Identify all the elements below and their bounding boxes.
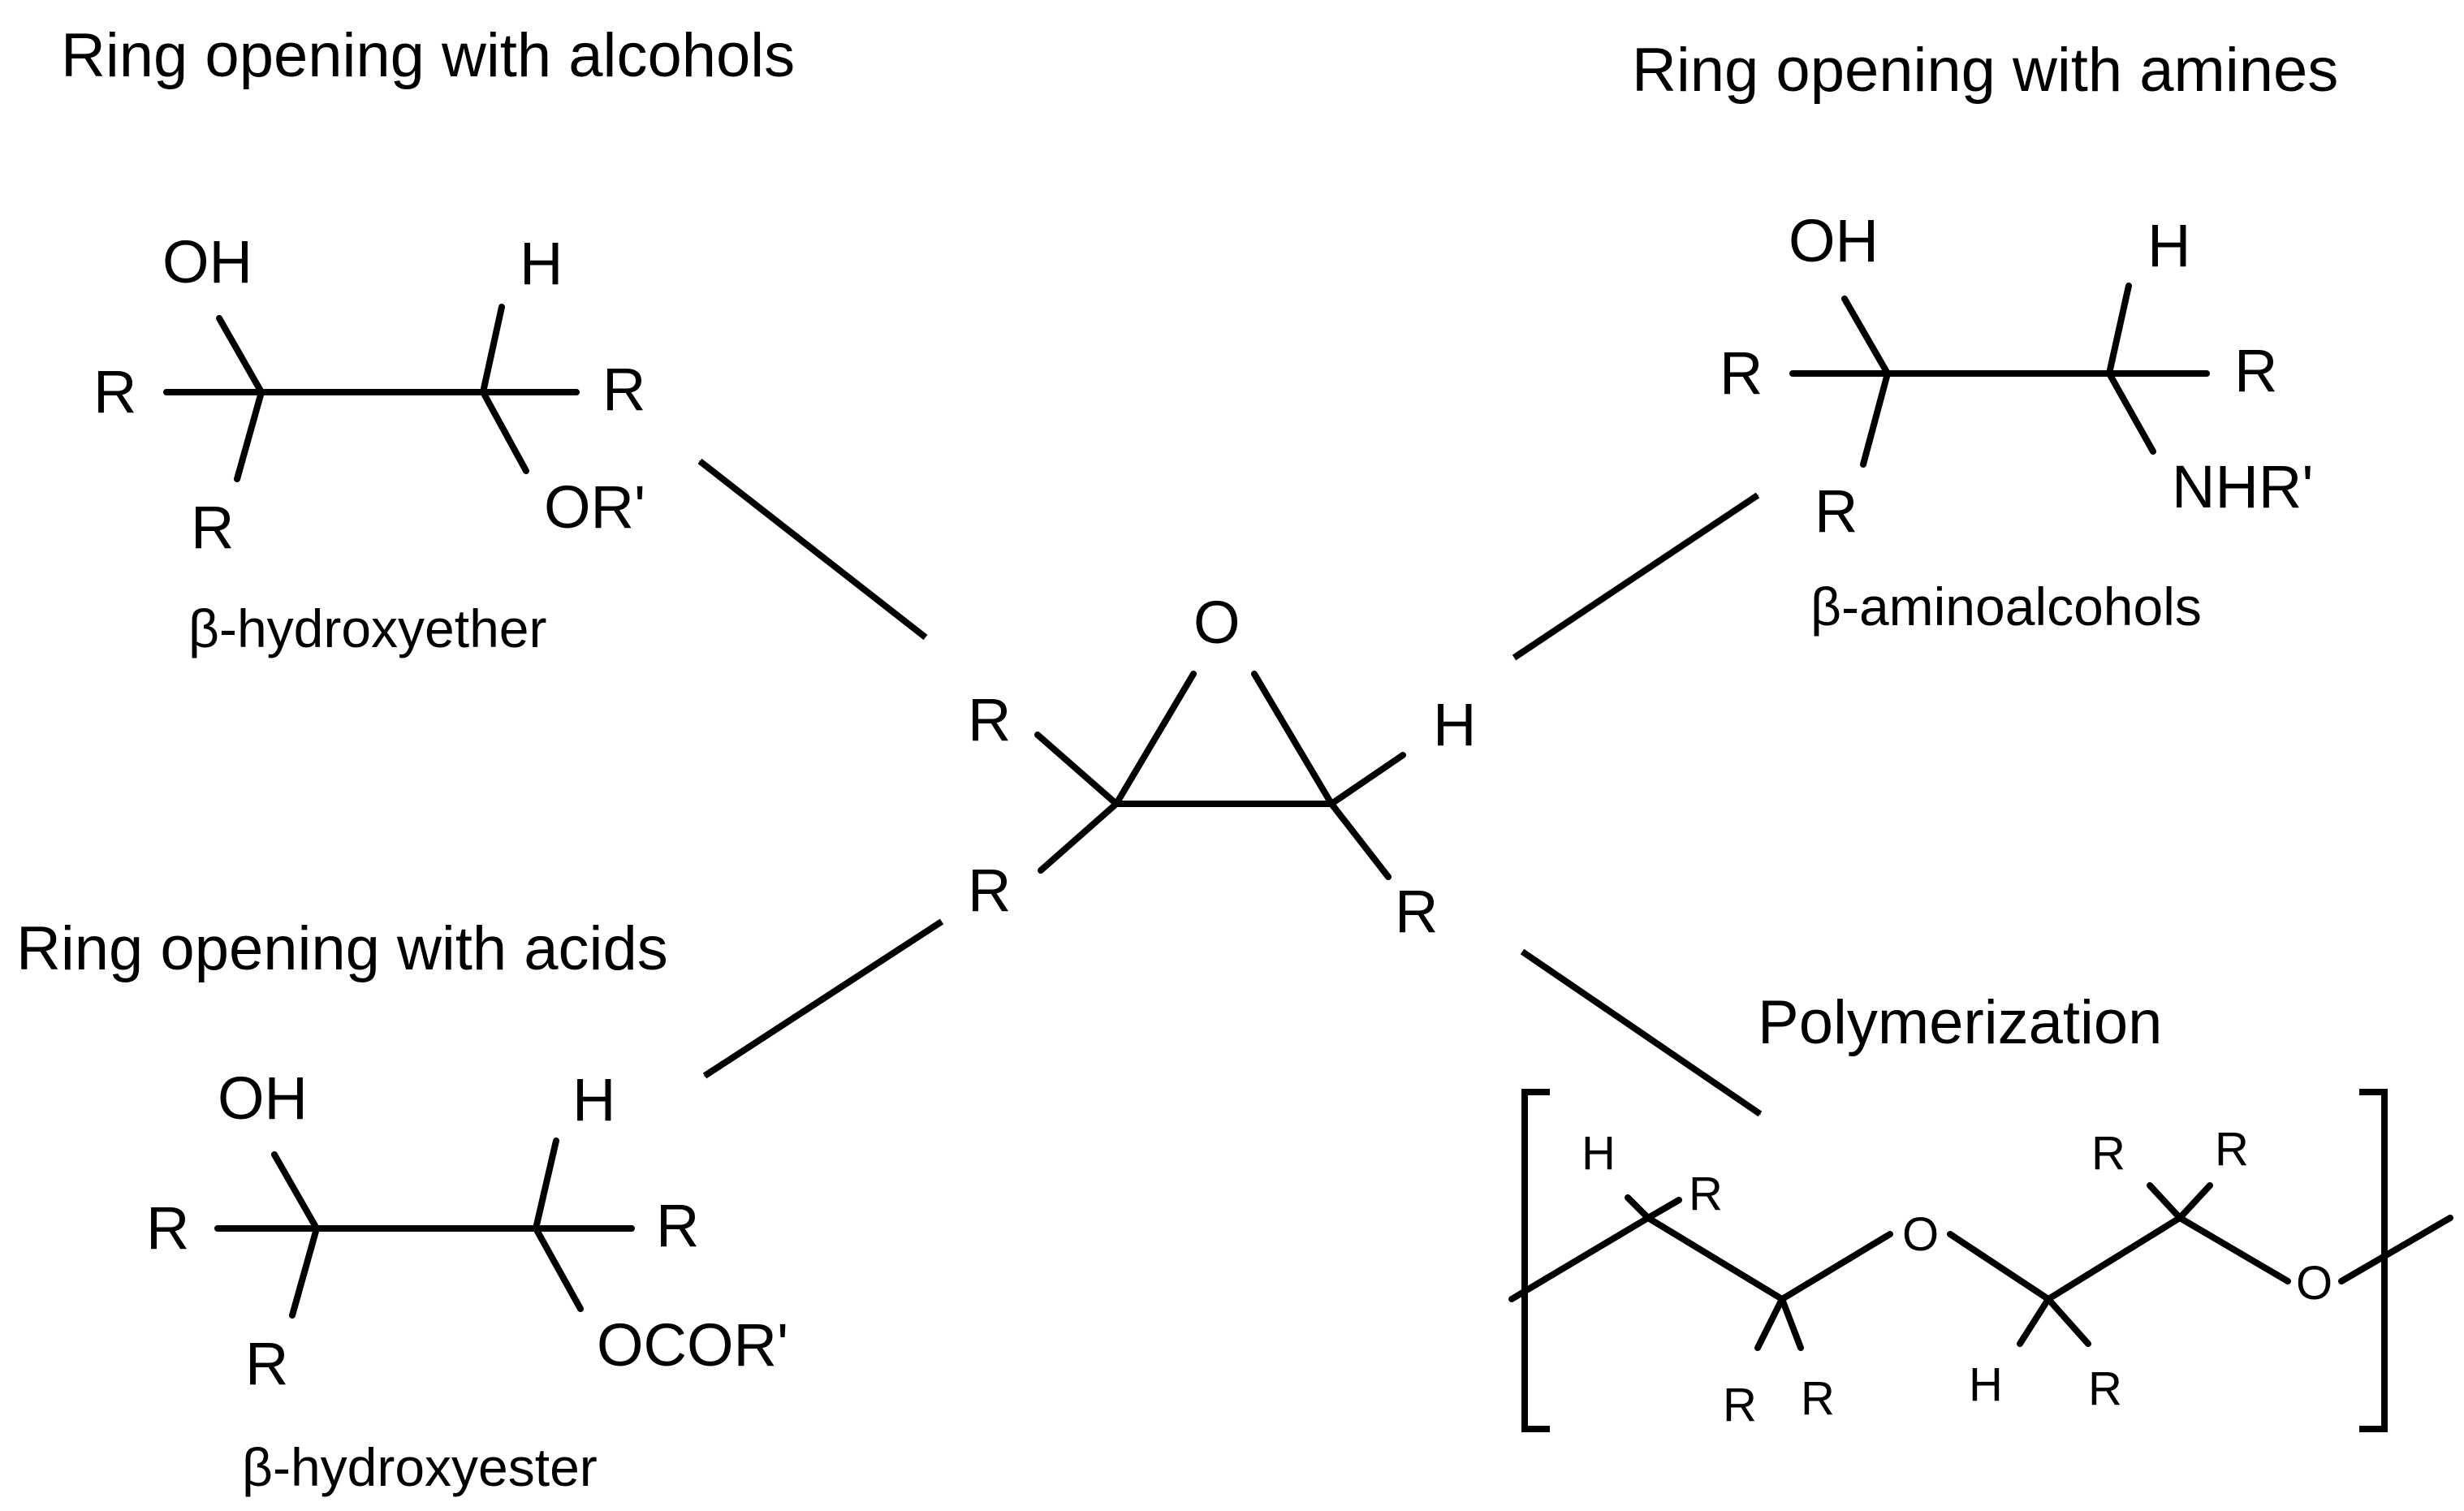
amino-h: H xyxy=(2147,212,2190,279)
arrow-to-hydroxyester xyxy=(702,918,944,1079)
ester-bond-oh xyxy=(271,1151,320,1232)
hydroxyester-structure: OH H R R R OCOR' β-hydroxyester xyxy=(146,1064,788,1497)
polymer-bond-end-right xyxy=(2338,1215,2453,1284)
polymer-bond-h2 xyxy=(2017,1296,2052,1347)
ester-oh: OH xyxy=(218,1064,308,1132)
heading-polymerization: Polymerization xyxy=(1758,988,2162,1057)
epoxide-bond-r-top-left xyxy=(1034,732,1120,807)
epoxide-oxygen: O xyxy=(1193,589,1241,656)
caption-hydroxyester: β-hydroxyester xyxy=(242,1437,598,1497)
polymer-r2: R xyxy=(1723,1379,1757,1431)
hydroxyether-structure: OH H R R R OR' β-hydroxyether xyxy=(93,228,645,658)
ether-r-left: R xyxy=(93,358,136,425)
epoxide-bond-r-bottom-right xyxy=(1328,801,1392,880)
amino-nhr: NHR' xyxy=(2172,453,2313,520)
polymer-bond-r3 xyxy=(1779,1296,1804,1351)
epoxide-bond-h xyxy=(1328,752,1406,807)
amino-bond-r-down xyxy=(1860,370,1891,468)
arrow-to-aminoalcohols xyxy=(1512,492,1760,661)
amino-bond-h xyxy=(2106,283,2132,377)
polymer-h1: H xyxy=(1582,1127,1616,1180)
heading-acids: Ring opening with acids xyxy=(16,914,668,983)
amino-bond-oh xyxy=(1841,296,1891,377)
ester-r-down: R xyxy=(245,1330,288,1397)
arrow-to-hydroxyether xyxy=(697,458,928,641)
polymer-bond-r2 xyxy=(1754,1296,1785,1351)
polymer-bond-r1 xyxy=(1645,1197,1682,1221)
ether-r-down: R xyxy=(191,494,234,561)
epoxide-r-bottom-left: R xyxy=(968,857,1011,924)
ether-or: OR' xyxy=(544,473,645,541)
ether-bond-h xyxy=(480,304,505,395)
epoxide-bond-r-bottom-left xyxy=(1038,801,1120,874)
ether-bond-oh xyxy=(216,315,265,395)
amino-r-left: R xyxy=(1720,339,1763,407)
polymer-bond-end-left xyxy=(1508,1215,1651,1302)
reaction-arrows xyxy=(697,458,1763,1117)
polymer-r6: R xyxy=(2215,1123,2249,1176)
ester-bond-r-down xyxy=(289,1225,320,1319)
caption-hydroxyether: β-hydroxyether xyxy=(188,598,546,658)
polymer-o2: O xyxy=(2296,1257,2332,1310)
polymer-h2: H xyxy=(1969,1358,2003,1411)
amino-bond-nhr xyxy=(2106,370,2156,455)
ether-oh: OH xyxy=(162,228,252,296)
epoxide-structure: O R R H R xyxy=(968,589,1476,945)
ester-ocor: OCOR' xyxy=(597,1311,788,1379)
polymer-o1: O xyxy=(1902,1208,1939,1261)
ester-bond-h xyxy=(533,1138,559,1232)
ester-r-left: R xyxy=(146,1194,189,1262)
polymer-r3: R xyxy=(1801,1372,1835,1425)
amino-r-down: R xyxy=(1815,477,1858,545)
ester-bond-ocor xyxy=(533,1225,584,1312)
amino-r-right: R xyxy=(2234,337,2277,404)
ether-h: H xyxy=(520,230,563,297)
polymer-bond-r4 xyxy=(2045,1296,2091,1347)
ether-bond-r-down xyxy=(234,389,265,482)
polymer-r4: R xyxy=(2088,1362,2122,1415)
polymer-r5: R xyxy=(2091,1127,2125,1180)
epoxide-r-top-left: R xyxy=(968,686,1011,753)
polymer-bond-c1-c2 xyxy=(1645,1215,1785,1302)
epoxide-hydrogen: H xyxy=(1433,691,1476,758)
epoxide-ring-bond-left xyxy=(1113,671,1197,807)
polymer-bond-c3-c4 xyxy=(2045,1215,2183,1302)
epoxide-ring-bond-right xyxy=(1251,671,1335,807)
ester-h: H xyxy=(572,1066,615,1133)
aminoalcohols-structure: OH H R R R NHR' β-aminoalcohols xyxy=(1720,207,2313,637)
polymer-structure: H R R R O H R R R O xyxy=(1508,1089,2453,1432)
polymer-bond-r6 xyxy=(2177,1182,2213,1221)
polymer-bracket-right xyxy=(2359,1089,2388,1432)
polymer-bond-c2-o1 xyxy=(1779,1231,1893,1302)
polymer-bond-o1-c3 xyxy=(1947,1231,2052,1302)
polymer-r1: R xyxy=(1689,1168,1723,1220)
caption-aminoalcohols: β-aminoalcohols xyxy=(1810,576,2202,637)
ether-r-right: R xyxy=(602,356,645,423)
heading-alcohols: Ring opening with alcohols xyxy=(61,21,795,90)
amino-oh: OH xyxy=(1789,207,1879,274)
heading-amines: Ring opening with amines xyxy=(1632,36,2338,105)
ester-r-right: R xyxy=(656,1192,699,1259)
polymer-bond-c4-o2 xyxy=(2177,1215,2291,1284)
epoxide-r-bottom-right: R xyxy=(1395,878,1438,945)
arrow-to-polymer xyxy=(1520,948,1763,1117)
polymer-bond-r5 xyxy=(2147,1182,2183,1221)
polymer-bond-h1 xyxy=(1625,1194,1651,1221)
ether-bond-or xyxy=(480,389,529,474)
polymer-bracket-left xyxy=(1521,1089,1550,1432)
